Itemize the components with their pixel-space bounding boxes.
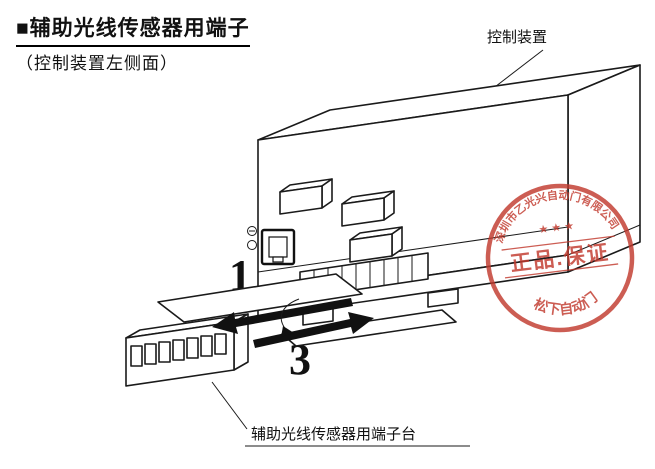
flip-arrow-head [281,326,294,337]
dip-connector [349,226,403,263]
guide-plates [157,273,457,347]
lower-guide-plate [281,309,457,347]
seal-arc-bottom-text: 松下自动门 [530,288,601,321]
arrow-step3-icon [253,312,374,348]
rj45-port [260,228,296,266]
seal-band-line [504,263,619,279]
upper-guide-plate [157,273,363,323]
seal-band-line [501,235,615,251]
box-panel-seam [257,226,569,273]
dip-connector [341,190,395,227]
seal-stars: ★ ★ ★ [538,220,575,236]
seal-ring [485,183,635,333]
step-number-1: 1 [229,251,251,300]
mounting-foot [427,288,459,308]
svg-text:松下自动门: 松下自动门 [530,288,601,321]
dip-connector [279,178,333,215]
label-terminal-block: 辅助光线传感器用端子台 [251,426,417,443]
terminal-hole [144,343,157,365]
step-number-3: 3 [289,335,311,384]
terminal-hole [200,335,213,357]
block-leader-line [211,381,248,430]
label-control-device: 控制装置 [487,29,548,46]
page-subtitle: （控制装置左侧面） [16,54,178,73]
terminal-block-connector [125,313,249,387]
screw-icon [247,240,257,250]
page-title: ■辅助光线传感器用端子 [16,12,250,47]
arrow-step1-icon [212,298,353,334]
terminal-hole [158,341,171,363]
terminal-hole [186,337,199,359]
terminal-hole [172,339,185,361]
screw-icon [247,226,257,236]
terminal-hole [130,345,143,367]
terminal-hole [214,333,227,355]
